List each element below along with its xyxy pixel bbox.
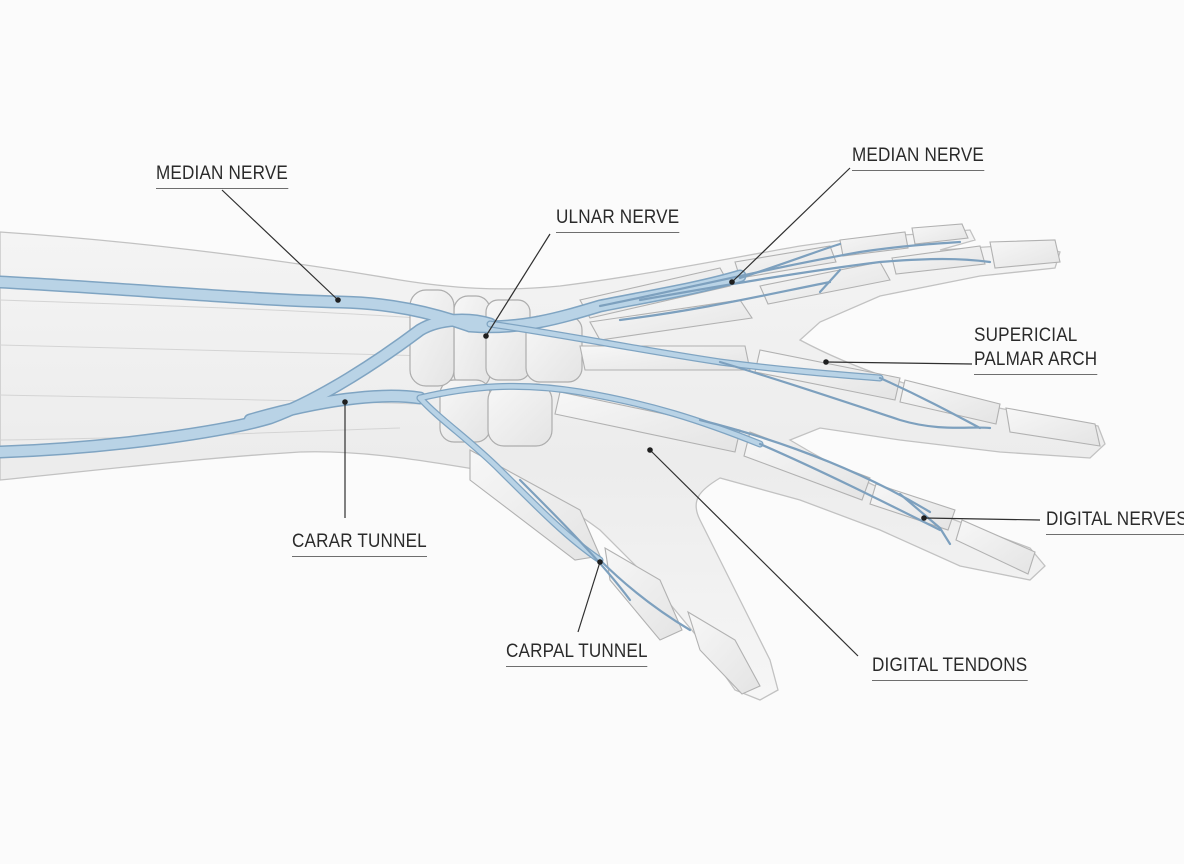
label-superficial-palmar-arch: SUPERICIAL PALMAR ARCH [974, 324, 1098, 375]
leader-median-nerve-right [731, 167, 851, 283]
leader-median-nerve-left [221, 189, 339, 301]
label-ulnar-nerve: ULNAR NERVE [556, 206, 680, 233]
label-median-nerve-left: MEDIAN NERVE [156, 162, 289, 189]
leader-digital-nerves [923, 517, 1041, 521]
label-median-nerve-right: MEDIAN NERVE [852, 144, 985, 171]
leader-carpal-tunnel [577, 561, 601, 633]
leader-superficial-palmar-arch [825, 361, 973, 365]
nerve-paths [0, 240, 992, 632]
label-digital-tendons: DIGITAL TENDONS [872, 654, 1028, 681]
label-superficial-palmar-arch-line2: PALMAR ARCH [974, 348, 1098, 375]
leader-digital-tendons [649, 449, 859, 657]
label-digital-nerves: DIGITAL NERVES [1046, 508, 1184, 535]
label-superficial-palmar-arch-line1: SUPERICIAL [974, 325, 1078, 346]
leader-lines [221, 167, 1041, 657]
label-carar-tunnel: CARAR TUNNEL [292, 530, 427, 557]
label-carpal-tunnel: CARPAL TUNNEL [506, 640, 648, 667]
leader-dots [335, 279, 927, 565]
hand-silhouette [0, 229, 1106, 701]
leader-ulnar-nerve [485, 233, 551, 337]
